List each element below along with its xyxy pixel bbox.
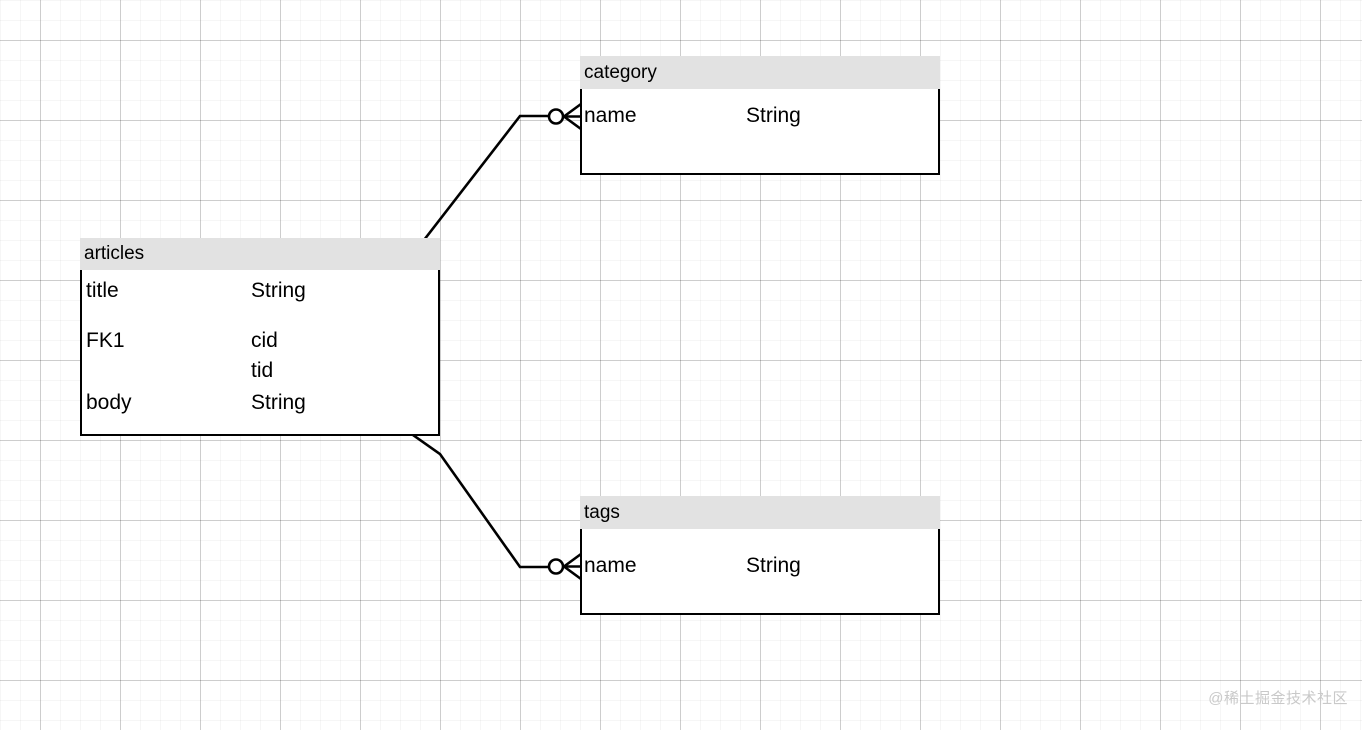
zero-marker-circle xyxy=(547,558,565,575)
zero-marker-circle xyxy=(547,108,565,125)
crows-foot-marker xyxy=(561,552,582,581)
attribute-key: FK1 xyxy=(86,329,125,352)
entity-tags-title: tags xyxy=(580,496,940,529)
attribute-row: FK1 cid xyxy=(82,326,438,356)
attribute-row: body String xyxy=(82,388,438,418)
attribute-row: title String xyxy=(82,276,438,306)
crows-foot-marker xyxy=(561,102,582,131)
attribute-row: name String xyxy=(582,101,938,131)
attribute-key: name xyxy=(584,554,637,577)
entity-articles[interactable]: articles title String FK1 cid tid body S… xyxy=(80,238,440,436)
attribute-key: body xyxy=(86,391,132,414)
watermark-text: @稀土掘金技术社区 xyxy=(1208,690,1348,707)
attribute-type: String xyxy=(251,391,306,414)
entity-category-title: category xyxy=(580,56,940,89)
entity-category[interactable]: category name String xyxy=(580,56,940,175)
attribute-row: name String xyxy=(582,551,938,581)
attribute-type-foreign-key: cid xyxy=(251,329,278,352)
attribute-type: String xyxy=(746,104,801,127)
attribute-type: String xyxy=(251,279,306,302)
entity-articles-title: articles xyxy=(80,238,440,270)
attribute-type-foreign-key: tid xyxy=(251,359,274,382)
attribute-key: name xyxy=(584,104,637,127)
attribute-row: tid xyxy=(82,356,438,386)
entity-tags[interactable]: tags name String xyxy=(580,496,940,615)
attribute-type: String xyxy=(746,554,801,577)
attribute-key: title xyxy=(86,279,119,302)
